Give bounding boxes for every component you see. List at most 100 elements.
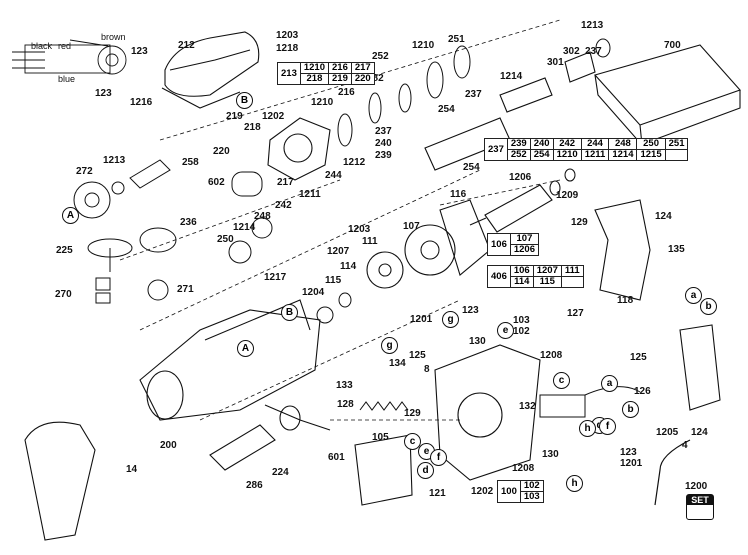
gear-parts [73,159,263,304]
gear-housing-part [267,117,331,181]
part-label: 225 [56,245,73,256]
callout-marker: B [236,92,253,109]
part-label: 602 [208,177,225,188]
part-label: 270 [55,289,72,300]
group-label: 406 [487,265,511,288]
group-cell: 252 [506,149,531,161]
group-cell: 240 [529,138,554,150]
part-label: 105 [372,432,389,443]
part-label: 115 [325,275,342,286]
part-label: 239 [375,150,392,161]
group-cell: 1211 [580,149,610,161]
part-label: 127 [567,308,584,319]
part-label: 118 [617,295,634,306]
group-cell: 1214 [608,149,638,161]
group-cell: 1215 [636,149,666,161]
callout-marker: a [685,287,702,304]
group-cell: 250 [636,138,666,150]
part-label: 302 [563,46,580,57]
part-label: 237 [585,46,602,57]
group-cell: 254 [529,149,554,161]
part-label: 1214 [233,222,256,233]
group-cell: 1207 [532,265,562,277]
part-label: 248 [254,211,271,222]
part-label: 237 [465,89,482,100]
part-label: 1207 [327,246,350,257]
group-cell: 102 [519,480,544,492]
part-label: 1200 [685,481,708,492]
parts-group-table-213: 213 1210 216 217 218 219 220 [277,62,375,85]
cover-plate-part [209,424,276,471]
part-label: 271 [177,284,194,295]
rear-handle-part [594,199,721,411]
part-label: 1213 [103,155,126,166]
part-label: 111 [362,236,378,247]
part-label: 132 [519,401,536,412]
part-label: 212 [178,40,195,51]
part-label: 252 [372,51,389,62]
part-label: 129 [404,408,421,419]
group-cell: 239 [506,138,531,150]
side-handle-part [24,421,96,541]
part-label: 129 [571,217,588,228]
part-label: 1204 [302,287,325,298]
group-cell: 106 [509,265,534,277]
callout-marker: d [417,462,434,479]
part-label: 1206 [509,172,532,183]
part-label: 4 [682,440,688,451]
part-label: 1213 [581,20,604,31]
group-cell: 242 [552,138,582,150]
part-label: 124 [655,211,672,222]
wire-label-blue: blue [58,74,76,84]
part-label: 236 [180,217,197,228]
part-label: 102 [513,326,530,337]
set-badge-label: SET [687,495,713,505]
part-label: 218 [244,122,261,133]
parts-group-table-406: 406 106 1207 111 114 115 [487,265,584,288]
main-housing-part [139,299,321,421]
wire-label-brown: brown [101,32,126,42]
group-label: 237 [484,138,508,161]
callout-marker: b [700,298,717,315]
callout-marker: h [566,475,583,492]
part-label: 237 [375,126,392,137]
part-label: 286 [246,480,263,491]
group-cell: 220 [350,73,375,85]
part-label: 1203 [348,224,371,235]
part-label: 130 [469,336,486,347]
part-label: 116 [450,189,467,200]
part-label: 301 [547,57,564,68]
part-label: 125 [630,352,647,363]
part-label: 1210 [412,40,435,51]
group-cell: 103 [519,491,544,503]
callout-marker: c [553,372,570,389]
group-cell: 115 [532,276,562,288]
group-cell: 216 [328,62,352,74]
part-label: 1201 [410,314,433,325]
part-label: 242 [275,200,292,211]
part-label: 134 [389,358,406,369]
wire-label-black: black [31,41,53,51]
part-label: 1212 [343,157,366,168]
part-label: 126 [634,386,651,397]
part-label: 8 [424,364,430,375]
part-label: 224 [272,467,289,478]
part-label: 123 [462,305,479,316]
group-cell [664,149,689,161]
group-cell: 1210 [552,149,582,161]
part-label: 220 [213,146,230,157]
callout-marker: a [601,375,618,392]
group-cell: 244 [580,138,610,150]
parts-group-table-237: 237 239 240 242 244 248 250 251 252 254 … [484,138,689,161]
part-label: 1214 [500,71,523,82]
callout-marker: f [430,449,447,466]
group-cell: 114 [509,276,534,288]
part-label: 1216 [130,97,153,108]
part-label: 200 [160,440,177,451]
part-label: 123 [620,447,637,458]
set-badge: SET [686,494,714,520]
callout-marker: e [497,322,514,339]
group-cell: 219 [328,73,352,85]
spring-part [359,401,409,411]
